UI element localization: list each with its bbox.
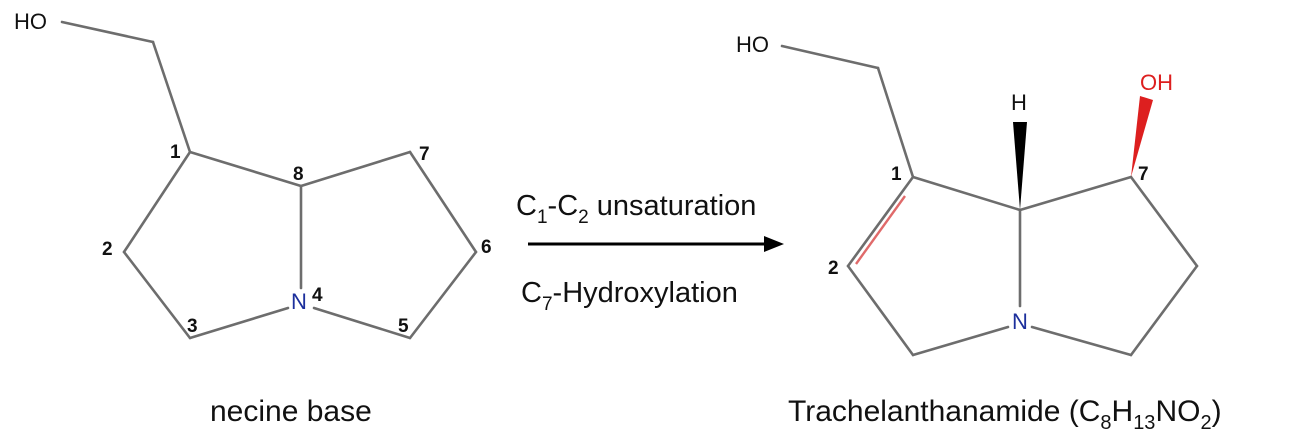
atom-number-6: 6 [481, 237, 492, 258]
necine-base-caption: necine base [210, 395, 372, 428]
bond-c6-c5 [408, 250, 478, 340]
bond-c7-c6 [1129, 175, 1199, 268]
wedge-bond-c8-h [1013, 122, 1027, 210]
bond-c3-n4 [188, 306, 290, 340]
reaction-arrow-group: C1-C2 unsaturation C7-Hydroxylation [516, 190, 784, 315]
atom-number-4: 4 [312, 285, 323, 306]
bond-ch2-c1 [876, 66, 915, 179]
bond-c1-c2 [122, 150, 192, 254]
bond-c7-c6 [408, 150, 478, 254]
bond-c8-c1 [188, 150, 303, 188]
bond-c3-n [911, 325, 1010, 357]
bond-ho-ch2 [780, 44, 880, 70]
bond-c8-c7 [299, 150, 412, 188]
atom-number-2: 2 [828, 258, 839, 279]
trachelanthanamide-caption: Trachelanthanamide (C8H13NO2) [788, 395, 1222, 434]
bond-c8-c1 [911, 175, 1022, 212]
bond-ho-ch2 [60, 20, 155, 44]
bond-c8-c7 [1018, 175, 1133, 212]
bond-c5-n [1030, 325, 1133, 357]
ho-label: HO [736, 32, 769, 57]
atom-number-7: 7 [419, 144, 430, 165]
reaction-arrow-head [764, 236, 784, 252]
condition-hydroxylation: C7-Hydroxylation [521, 277, 738, 315]
nitrogen-label: N [1012, 309, 1028, 334]
bond-c1-c2 [846, 175, 915, 268]
atom-number-7: 7 [1138, 164, 1149, 185]
h-label: H [1011, 90, 1027, 115]
necine-base-molecule: HO N 1 2 3 4 5 6 7 8 necine base [14, 9, 492, 428]
atom-number-5: 5 [398, 316, 409, 337]
trachelanthanamide-molecule: HO OH H N 1 2 7 Trachelanthanamide (C8H1… [736, 32, 1222, 434]
wedge-bond-c7-oh [1131, 96, 1153, 177]
atom-number-1: 1 [170, 142, 181, 163]
atom-number-1: 1 [891, 164, 902, 185]
bond-ch2-c1 [151, 40, 192, 154]
bond-c6-c5 [1129, 264, 1199, 357]
bond-c5-n4 [312, 306, 412, 340]
atom-number-2: 2 [102, 239, 113, 260]
oh-label: OH [1140, 70, 1173, 95]
condition-unsaturation: C1-C2 unsaturation [516, 190, 756, 228]
double-bond-c1-c2 [855, 195, 906, 265]
atom-number-8: 8 [293, 164, 304, 185]
atom-number-3: 3 [187, 316, 198, 337]
bond-c2-c3 [122, 250, 192, 340]
bond-c2-c3 [846, 264, 915, 357]
nitrogen-label: N [291, 289, 307, 314]
ho-label: HO [14, 9, 47, 34]
